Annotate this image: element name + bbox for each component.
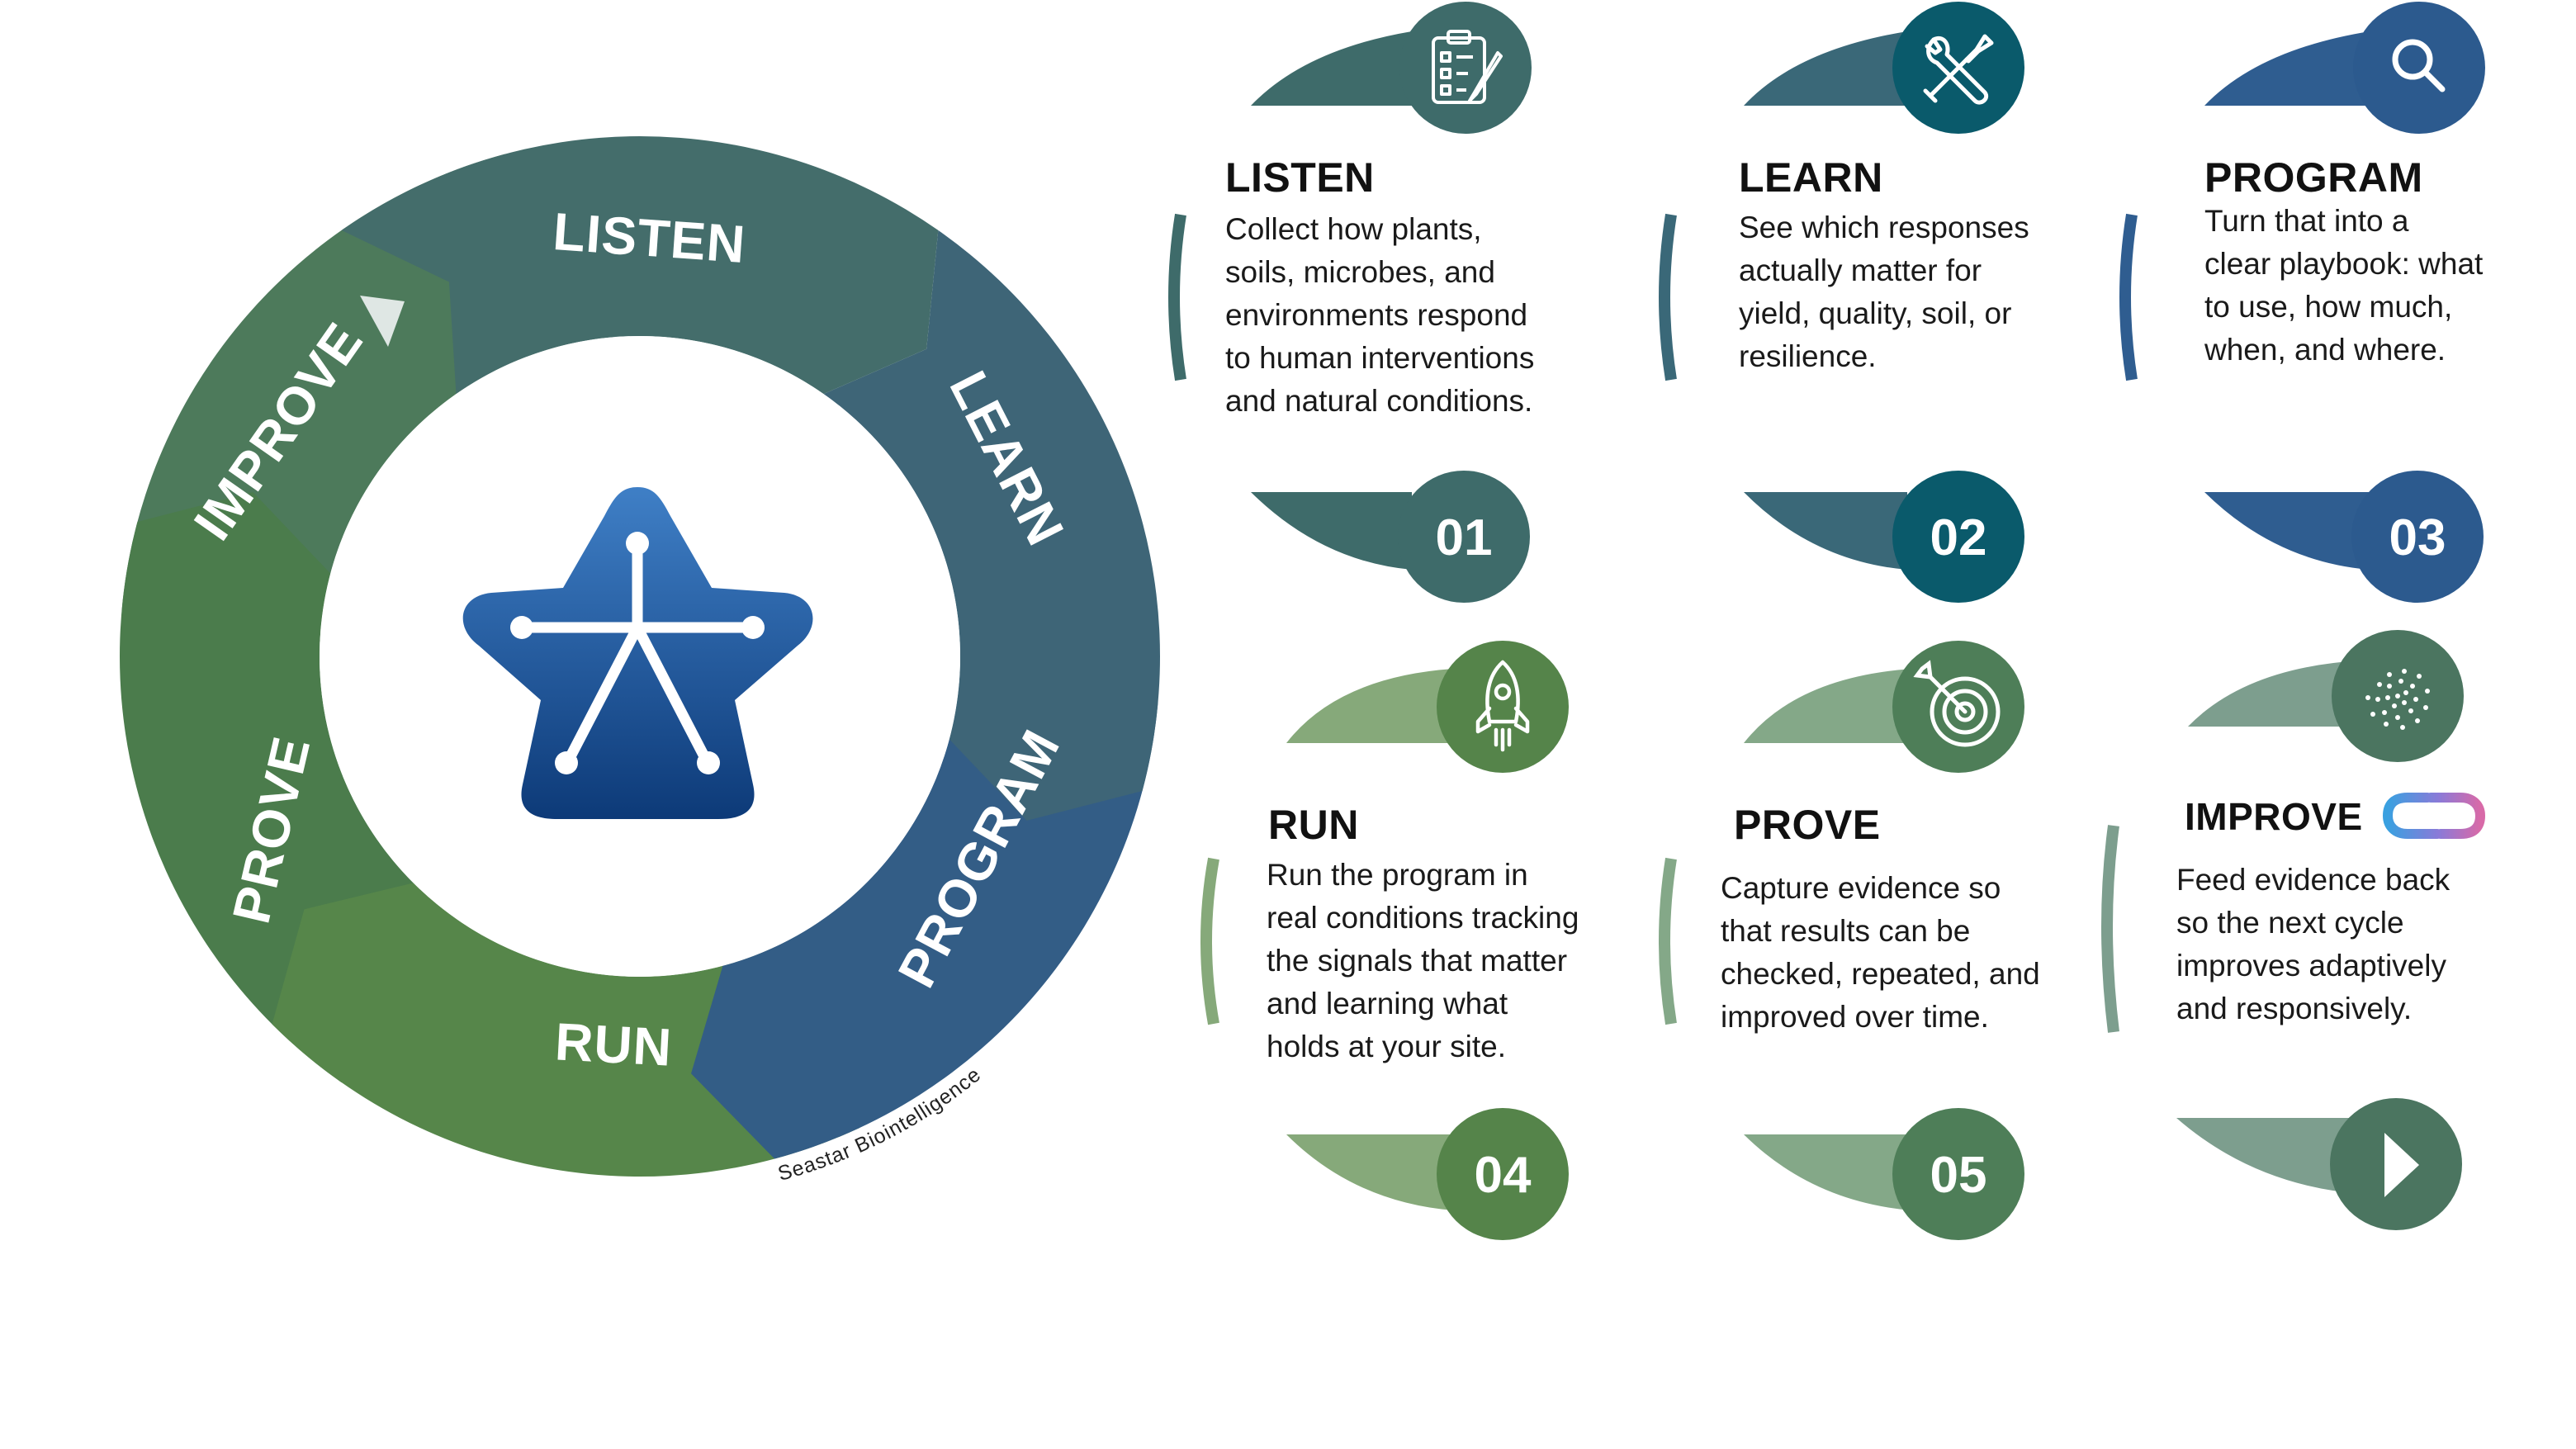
spiral-dots-icon	[2365, 669, 2430, 730]
clipboard-checklist-icon	[1432, 30, 1503, 104]
listen-step-number: 01	[1436, 509, 1493, 566]
prove-step-number: 05	[1930, 1147, 1987, 1204]
run-description: Run the program in real conditions track…	[1267, 858, 1579, 1063]
step-card-program: 03 PROGRAM Turn that into a clear playbo…	[2114, 0, 2526, 627]
direction-arrow-icon	[360, 296, 405, 347]
step-card-learn: 02 LEARN See which responses actually ma…	[1651, 0, 2039, 627]
run-step-number: 04	[1475, 1147, 1532, 1204]
wheel-label-run: RUN	[554, 1011, 674, 1077]
wheel-segments	[119, 135, 1160, 1177]
step-card-run: 04 RUN Run the program in real condition…	[1189, 636, 1585, 1263]
learn-description: See which responses actually matter for …	[1739, 211, 2029, 373]
wheel-segment-listen	[341, 135, 939, 395]
wheel-label-listen: LISTEN	[552, 201, 748, 274]
play-arrow-icon	[2384, 1133, 2419, 1197]
rocket-icon	[1475, 660, 1530, 752]
improve-card-decoration	[2101, 630, 2464, 1230]
target-arrow-icon	[1913, 660, 2001, 747]
wheel-segment-run	[272, 883, 860, 1177]
improve-title: IMPROVE	[2185, 795, 2363, 838]
step-card-improve: IMPROVE Feed evidence back so the next c…	[2089, 619, 2518, 1263]
run-card-decoration: 04	[1200, 641, 1569, 1240]
wrench-screwdriver-icon	[1923, 34, 1994, 105]
run-title: RUN	[1268, 802, 1359, 848]
listen-description: Collect how plants, soils, microbes, and…	[1225, 212, 1535, 418]
step-card-listen: 01 LISTEN Collect how plants, soils, mic…	[1164, 0, 1544, 627]
program-description: Turn that into a clear playbook: what to…	[2204, 204, 2484, 367]
infinity-loop-icon	[2382, 793, 2486, 839]
program-step-number: 03	[2389, 509, 2446, 566]
learn-step-number: 02	[1930, 509, 1987, 566]
prove-card-decoration: 05	[1659, 641, 2024, 1240]
listen-title: LISTEN	[1225, 154, 1375, 201]
cycle-wheel: LISTEN LEARN PROGRAM RUN PROVE IMPROVE S…	[119, 135, 1160, 1186]
improve-description: Feed evidence back so the next cycle imp…	[2176, 863, 2451, 1025]
seastar-star-icon	[462, 487, 813, 819]
program-title: PROGRAM	[2204, 154, 2423, 201]
magnifier-icon	[2392, 39, 2446, 92]
learn-title: LEARN	[1739, 154, 1883, 201]
wheel-segment-learn	[823, 230, 1160, 821]
prove-description: Capture evidence so that results can be …	[1721, 871, 2040, 1034]
step-card-prove: 05 PROVE Capture evidence so that result…	[1651, 636, 2048, 1263]
listen-card-decoration: 01	[1168, 2, 1532, 603]
prove-title: PROVE	[1734, 802, 1881, 848]
program-card-decoration: 03	[2119, 2, 2485, 603]
